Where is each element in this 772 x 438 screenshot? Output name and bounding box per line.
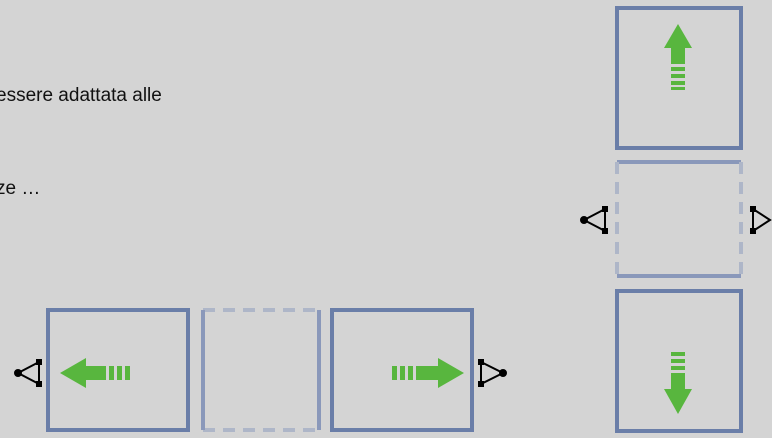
caption-text: essere adattata alle ze …	[0, 18, 162, 266]
panel-right	[330, 308, 474, 432]
panel-left	[46, 308, 190, 432]
arrow-down-icon	[664, 352, 692, 414]
caption-line-1: essere adattata alle	[0, 85, 162, 106]
panel-top	[615, 6, 743, 150]
triangle-connector-icon	[580, 206, 608, 234]
panel-vertical-ghost	[615, 160, 743, 278]
arrow-right-icon	[392, 358, 464, 388]
panel-middle-ghost	[201, 308, 321, 432]
arrow-up-icon	[664, 24, 692, 90]
triangle-connector-icon	[750, 206, 772, 234]
panel-bottom	[615, 289, 743, 433]
arrow-left-icon	[60, 358, 130, 388]
triangle-connector-icon	[14, 359, 42, 387]
triangle-connector-icon	[478, 359, 507, 387]
caption-line-2: ze …	[0, 178, 41, 199]
